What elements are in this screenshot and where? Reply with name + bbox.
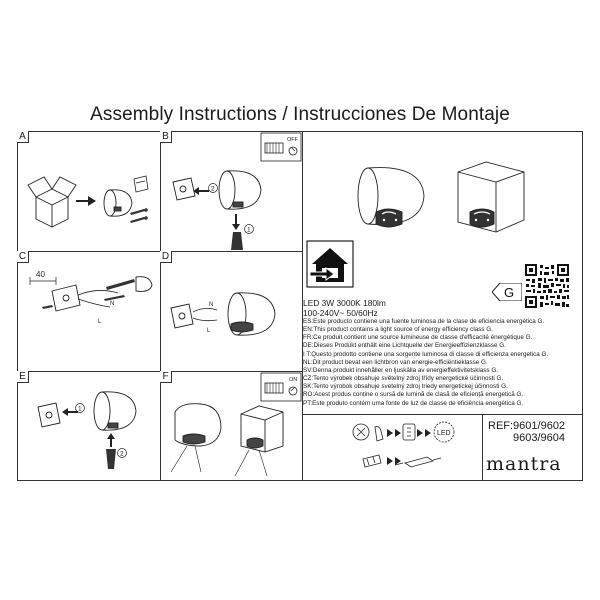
panel-divider: [17, 251, 302, 252]
panel-divider: [17, 371, 302, 372]
qr-code-icon: [524, 263, 570, 309]
lamp-body-icon: [93, 391, 137, 431]
round-lamp-icon: [357, 167, 425, 228]
mounting-plate-icon: [170, 303, 194, 329]
play-arrows-icon: [417, 429, 431, 437]
switch-off-label: OFF: [287, 137, 299, 143]
play-arrows-icon: [387, 457, 401, 465]
power-switch-on-icon: [260, 372, 302, 402]
panel-d-illustration: N L: [170, 292, 276, 336]
step-1-label: 1: [247, 227, 251, 234]
screw-bottom-icon: [42, 305, 53, 309]
wire-l-label: L: [207, 328, 211, 334]
led-badge-icon: LED: [433, 421, 455, 443]
play-arrows-icon: [387, 429, 401, 437]
panel-f-illustration: ON: [170, 372, 302, 477]
panel-divider: [302, 414, 583, 415]
wire-n-label: N: [209, 302, 213, 308]
spec-line-voltage: 100-240V~ 50/60Hz: [303, 308, 378, 318]
power-switch-off-icon: [260, 132, 302, 162]
arrow-right-icon: [76, 196, 96, 206]
connector-block-icon: [362, 454, 382, 468]
panel-label-b: B: [160, 131, 172, 143]
panel-divider: [160, 131, 161, 481]
spec-line-power: LED 3W 3000K 180lm: [303, 298, 386, 308]
screw-icon: [104, 279, 135, 301]
screwdriver-icon: [106, 449, 116, 469]
energy-statement-ro: RO:Acest produs conține o sursă de lumin…: [303, 391, 524, 399]
no-dimmer-icon: [352, 423, 370, 441]
panel-label-e: E: [17, 371, 29, 383]
lamp-body-icon: [218, 170, 262, 210]
energy-class-label: G: [504, 285, 514, 300]
instruction-sheet-frame: [17, 131, 583, 481]
panel-divider: [302, 131, 303, 481]
wall-plug-icon: [135, 276, 153, 292]
round-lamp-lit-icon: [170, 403, 222, 473]
arrow-down-icon: [232, 214, 240, 230]
energy-statement-sk: SK:Tento výrobok obsahuje svetelný zdroj…: [303, 383, 508, 391]
hand-touch-icon: [374, 426, 384, 442]
wire-cable-icon: [192, 308, 218, 322]
panel-e-illustration: 1 2: [37, 391, 137, 469]
square-lamp-icon: [457, 161, 525, 233]
wire-cable-icon: [77, 290, 119, 308]
energy-statement-en: EN:This product contains a light source …: [303, 326, 493, 334]
energy-class-badge: G: [492, 283, 522, 301]
lamp-unit-icon: [103, 189, 133, 217]
dimension-marker-icon: [29, 277, 57, 285]
panel-label-d: D: [160, 251, 172, 263]
mounting-plate-icon: [172, 177, 196, 201]
screws-icon: [130, 208, 148, 223]
arrow-up-icon: [107, 433, 115, 447]
led-badge-label: LED: [437, 430, 451, 437]
dimension-label: 40: [36, 270, 45, 279]
reference-number: REF:9601/9602: [488, 420, 566, 432]
product-overview-illustration: [357, 161, 525, 233]
energy-statement-fr: FR:Ce produit contient une source lumine…: [303, 334, 533, 342]
energy-saving-icon: [402, 423, 416, 441]
wire-n-label: N: [110, 301, 114, 307]
page-title: Assembly Instructions / Instrucciones De…: [90, 104, 510, 125]
panel-label-f: F: [160, 371, 172, 383]
wire-l-label: L: [98, 319, 102, 325]
square-lamp-lit-icon: [234, 405, 284, 477]
energy-statement-de: DE:Dieses Produkt enthält eine Lichtquel…: [303, 342, 506, 350]
step-2-label: 2: [211, 186, 215, 193]
panel-label-c: C: [17, 251, 29, 263]
brand-logo: mantra: [486, 453, 562, 475]
energy-statement-list: ES:Este producto contiene una fuente lum…: [303, 318, 548, 408]
energy-statement-es: ES:Este producto contiene una fuente lum…: [303, 318, 545, 325]
screwdriver-icon: [231, 232, 243, 250]
panel-divider: [482, 414, 483, 481]
manual-booklet-icon: [133, 175, 149, 193]
energy-statement-cz: CZ:Tento výrobek obsahuje světelný zdroj…: [303, 375, 504, 383]
arrow-left-icon: [62, 408, 78, 416]
spec-block: LED 3W 3000K 180lm 100-240V~ 50/60Hz: [303, 298, 386, 318]
panel-c-illustration: 40 N L: [29, 270, 153, 325]
energy-statement-pt: PT:Este produto contém uma fonte de luz …: [303, 399, 524, 407]
switch-on-label: ON: [289, 377, 297, 383]
arrow-left-icon: [193, 187, 209, 195]
energy-statement-it: I T:Questo prodotto contiene una sorgent…: [303, 350, 549, 358]
step-2-label: 2: [120, 451, 124, 458]
lamp-body-icon: [227, 292, 276, 336]
energy-statement-sv: SV:Denna produkt innehåller en ljuskälla…: [303, 366, 498, 374]
package-box-icon: [27, 176, 77, 228]
indoor-use-icon: [306, 240, 354, 288]
step-1-label: 1: [78, 406, 82, 413]
driver-unit-icon: [394, 456, 442, 468]
wall-plate-icon: [51, 284, 81, 312]
mounting-plate-icon: [37, 402, 61, 428]
safety-icons-illustration: LED: [352, 421, 455, 468]
reference-number-secondary: 9603/9604: [513, 432, 565, 444]
panel-a-illustration: [27, 175, 149, 228]
energy-statement-nl: NL:Dit product bevat een lichtbron van e…: [303, 358, 488, 366]
panel-b-illustration: OFF 2 1: [172, 132, 302, 250]
panel-label-a: A: [17, 131, 29, 143]
